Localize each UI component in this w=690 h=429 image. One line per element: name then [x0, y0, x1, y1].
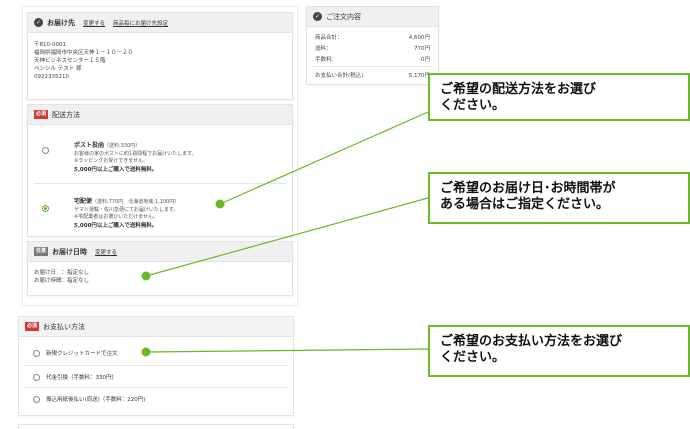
delivery-date-values: お届け日 ：指定なし お届け時間：指定なし [28, 262, 292, 293]
delivery-method-card: 必須 配送方法 ポスト投函（送料:330円） お客様の家のポストに約1週間程でお… [27, 104, 293, 237]
summary-total-row: お支払い合計(税込) 5,170円 [307, 69, 438, 80]
next-section-edge [18, 424, 294, 429]
payment-radio-postpay[interactable] [33, 395, 40, 403]
summary-label: 商品合計： [315, 34, 343, 41]
shipping-panel: ✓ お届け先 変更する 商品毎にお届け先設定 〒810-0001 福岡県福岡市中… [22, 6, 298, 306]
payment-option-label: 振込用紙後払い(同送)（手数料：220円) [46, 397, 146, 403]
summary-row: 送料： 770円 [307, 42, 438, 53]
change-date-link[interactable]: 変更する [95, 249, 118, 256]
option-desc: ※宅配業者はお選びいただけません。 [74, 214, 159, 220]
summary-value: 770円 [414, 45, 430, 52]
order-summary-header: ✓ ご注文内容 [307, 7, 438, 27]
option-name: ポスト投函 [74, 142, 105, 149]
delivery-date-header: 任意 お届け日時 変更する [28, 242, 292, 262]
address-block: 〒810-0001 福岡県福岡市中央区天神１－１０－２０ 天神ビジネスセンター１… [28, 33, 292, 89]
callout-line: ご希望の配送方法をお選び [440, 82, 597, 97]
delivery-radio-post[interactable] [42, 147, 49, 154]
order-summary-title: ご注文内容 [326, 12, 361, 21]
callout-line: ご希望のお支払い方法をお選び [440, 334, 623, 349]
option-fee: （送料:770円 北海道地域:1,100円） [92, 199, 180, 205]
check-icon: ✓ [313, 12, 322, 21]
option-free-shipping: 5,000円以上ご購入で送料無料。 [74, 223, 158, 229]
summary-label: 送料： [315, 45, 332, 52]
delivery-date-card: 任意 お届け日時 変更する お届け日 ：指定なし お届け時間：指定なし [27, 241, 293, 296]
divider [313, 66, 432, 67]
payment-option-cod[interactable]: 代金引換（手数料：330円） [33, 373, 117, 381]
payment-radio-credit[interactable] [33, 349, 40, 357]
divider [34, 183, 286, 184]
change-address-link[interactable]: 変更する [83, 20, 106, 27]
delivery-date-line: お届け日 ：指定なし [34, 270, 90, 276]
shipping-address-header: ✓ お届け先 変更する 商品毎にお届け先設定 [28, 13, 292, 33]
total-value: 5,170円 [408, 72, 430, 79]
option-free-shipping: 5,000円以上ご購入で送料無料。 [74, 167, 158, 173]
payment-radio-cod[interactable] [33, 373, 40, 381]
summary-label: 手数料： [315, 56, 338, 63]
required-badge: 必須 [34, 110, 49, 119]
address-line: ペンシル テスト 様 [34, 66, 82, 72]
option-name: 宅配便 [74, 198, 93, 205]
option-desc: ※ラッピングお受けできません。 [74, 158, 149, 164]
check-icon: ✓ [34, 18, 43, 27]
payment-method-title: お支払い方法 [43, 322, 86, 331]
address-line: 天神ビジネスセンター１５階 [34, 58, 106, 64]
payment-option-label: 代金引換（手数料：330円） [46, 375, 117, 381]
payment-option-label: 新規クレジットカードで注文 [46, 351, 118, 357]
callout-line: ある場合はご指定ください。 [440, 197, 610, 212]
option-fee: （送料:330円） [104, 143, 141, 149]
address-line: 〒810-0001 [34, 42, 66, 48]
required-badge: 必須 [25, 322, 40, 331]
optional-badge: 任意 [34, 247, 49, 256]
payment-option-postpay[interactable]: 振込用紙後払い(同送)（手数料：220円) [33, 395, 145, 403]
order-summary-card: ✓ ご注文内容 商品合計： 4,600円 送料： 770円 手数料： 0円 お支払い合… [306, 6, 439, 85]
total-label: お支払い合計(税込) [315, 72, 364, 79]
summary-rows: 商品合計： 4,600円 送料： 770円 手数料： 0円 お支払い合計(税込) 5,1… [307, 27, 438, 80]
payment-method-card: 必須 お支払い方法 新規クレジットカードで注文 代金引換（手数料：330円） 振… [18, 316, 294, 416]
summary-value: 4,600円 [408, 34, 430, 41]
option-desc: お客様の家のポストに約1週間程でお届けいたします。 [74, 151, 197, 157]
callout-line: ご希望のお届け日･お時間帯が [440, 181, 616, 196]
callout-payment: ご希望のお支払い方法をお選び ください。 [428, 325, 690, 377]
option-desc: ヤマト運輸・佐川急便にてお届けいたします。 [74, 207, 179, 213]
delivery-radio-takkyubin[interactable] [42, 205, 49, 212]
divider [25, 365, 287, 366]
callout-line: ください。 [440, 98, 506, 113]
delivery-option-post[interactable]: ポスト投函（送料:330円） お客様の家のポストに約1週間程でお届けいたします。… [28, 129, 292, 181]
callout-delivery-method: ご希望の配送方法をお選び ください。 [428, 73, 690, 121]
shipping-address-card: ✓ お届け先 変更する 商品毎にお届け先設定 〒810-0001 福岡県福岡市中… [27, 12, 293, 100]
delivery-option-takkyubin[interactable]: 宅配便（送料:770円 北海道地域:1,100円） ヤマト運輸・佐川急便にてお届… [28, 185, 292, 237]
delivery-method-title: 配送方法 [52, 110, 81, 119]
address-line: 福岡県福岡市中央区天神１－１０－２０ [34, 50, 134, 56]
summary-value: 0円 [421, 56, 430, 63]
delivery-date-title: お届け日時 [52, 247, 88, 256]
per-item-address-link[interactable]: 商品毎にお届け先設定 [113, 20, 169, 27]
address-line: 0922335210 [34, 74, 69, 80]
delivery-method-header: 必須 配送方法 [28, 105, 292, 125]
summary-row: 商品合計： 4,600円 [307, 31, 438, 42]
summary-row: 手数料： 0円 [307, 53, 438, 64]
payment-method-header: 必須 お支払い方法 [19, 317, 293, 337]
callout-delivery-date: ご希望のお届け日･お時間帯が ある場合はご指定ください。 [428, 172, 690, 224]
delivery-date-line: お届け時間：指定なし [34, 278, 90, 284]
shipping-address-title: お届け先 [47, 18, 75, 27]
callout-line: ください。 [440, 350, 506, 365]
divider [25, 387, 287, 388]
payment-option-credit[interactable]: 新規クレジットカードで注文 [33, 349, 118, 357]
